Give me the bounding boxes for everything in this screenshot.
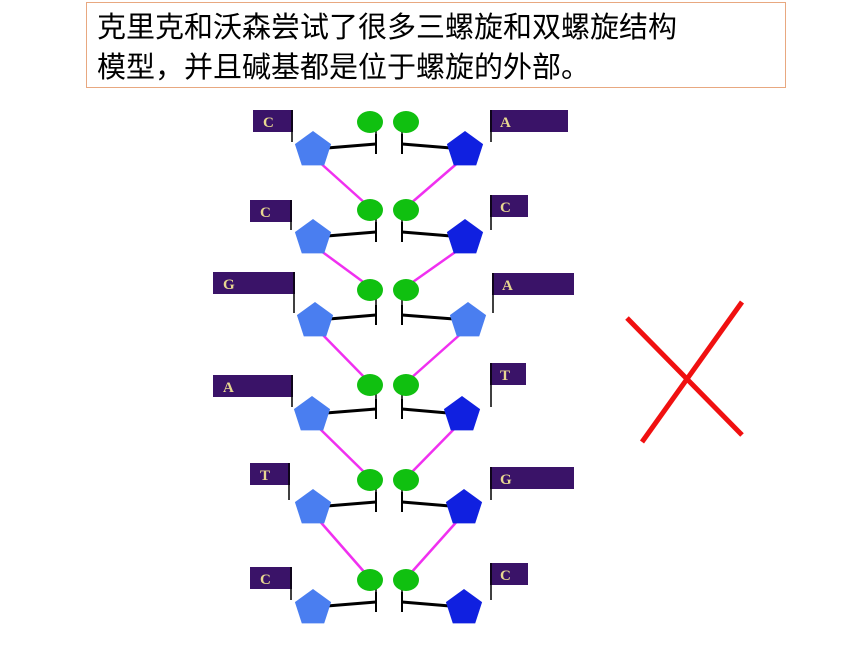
left-phosphate-circle [357,279,383,301]
left-base-letter: C [260,572,271,588]
left-backbone-segment [315,424,367,475]
left-base-label-box [213,272,295,294]
right-phosphate-circle [393,374,419,396]
right-phosphate-circle [393,469,419,491]
left-backbone-segment [316,246,367,286]
left-phosphate-circle [357,569,383,591]
left-base-letter: C [263,115,274,131]
left-sugar-phosphate-bond [325,407,377,415]
right-phosphate-circle [393,569,419,591]
left-base-label-box [250,463,290,485]
left-base-letter: G [223,277,235,293]
red-cross-mark [625,300,745,444]
left-base-letter: C [260,205,271,221]
right-backbone-segment [409,517,461,575]
left-sugar-pentagon [293,396,331,431]
right-base-label-box [490,110,568,132]
left-backbone-segment [316,159,367,205]
right-base-letter: A [502,278,513,294]
phosphate-circles [357,111,419,591]
left-base-label-box [250,567,292,589]
left-backbone-segment [318,330,367,380]
right-base-label-box [492,273,574,295]
right-base-letter: A [500,115,511,131]
left-base-letter: A [223,380,234,396]
right-sugar-pentagon [445,589,483,624]
right-base-letter: T [500,368,510,384]
right-sugar-pentagon [449,302,487,337]
left-sugar-phosphate-bond [326,600,377,608]
left-sugar-pentagon [294,589,332,624]
right-phosphate-circle [393,199,419,221]
left-sugar-pentagon [294,489,332,524]
cross-stroke-2 [639,300,745,444]
right-backbone-segment [409,159,462,205]
left-base-label-box [253,110,293,132]
left-base-label-box [213,375,293,397]
left-base-letter: T [260,468,270,484]
right-backbone-segment [409,246,462,286]
bond-lines [325,130,455,612]
right-sugar-phosphate-bond [401,142,452,150]
left-sugar-phosphate-bond [328,313,377,321]
left-sugar-pentagon [294,131,332,166]
title-box: 克里克和沃森尝试了很多三螺旋和双螺旋结构 模型，并且碱基都是位于螺旋的外部。 [86,2,786,88]
left-sugar-phosphate-bond [326,230,377,238]
right-sugar-phosphate-bond [401,313,455,321]
right-base-label-box [490,467,574,489]
title-line-1: 克里克和沃森尝试了很多三螺旋和双螺旋结构 [97,10,678,44]
right-sugar-pentagon [446,131,484,166]
title-line-2: 模型，并且碱基都是位于螺旋的外部。 [97,50,591,84]
right-base-letter: C [500,568,511,584]
right-sugar-phosphate-bond [401,407,449,415]
left-phosphate-circle [357,469,383,491]
right-base-label-box [490,563,528,585]
right-sugar-pentagon [445,489,483,524]
left-phosphate-circle [357,374,383,396]
left-sugar-pentagon [294,219,332,254]
right-phosphate-circle [393,111,419,133]
right-base-label-box [490,195,528,217]
right-sugar-phosphate-bond [401,500,451,508]
left-sugar-phosphate-bond [326,500,377,508]
right-sugar-pentagon [443,396,481,431]
right-phosphate-circle [393,279,419,301]
backbone-lines [315,159,465,575]
left-backbone-segment [316,517,367,575]
right-sugar-phosphate-bond [401,230,452,238]
left-phosphate-circle [357,199,383,221]
sugar-pentagons [293,131,487,624]
right-base-letter: G [500,472,512,488]
left-phosphate-circle [357,111,383,133]
left-base-label-box [250,200,292,222]
base-labels: C A C C G A A T T G C C [213,110,574,600]
left-sugar-phosphate-bond [326,142,377,150]
right-sugar-phosphate-bond [401,600,451,608]
right-backbone-segment [409,330,465,380]
right-sugar-pentagon [446,219,484,254]
right-backbone-segment [409,424,459,475]
right-base-label-box [490,363,526,385]
right-base-letter: C [500,200,511,216]
left-sugar-pentagon [296,302,334,337]
cross-stroke-1 [625,316,744,437]
